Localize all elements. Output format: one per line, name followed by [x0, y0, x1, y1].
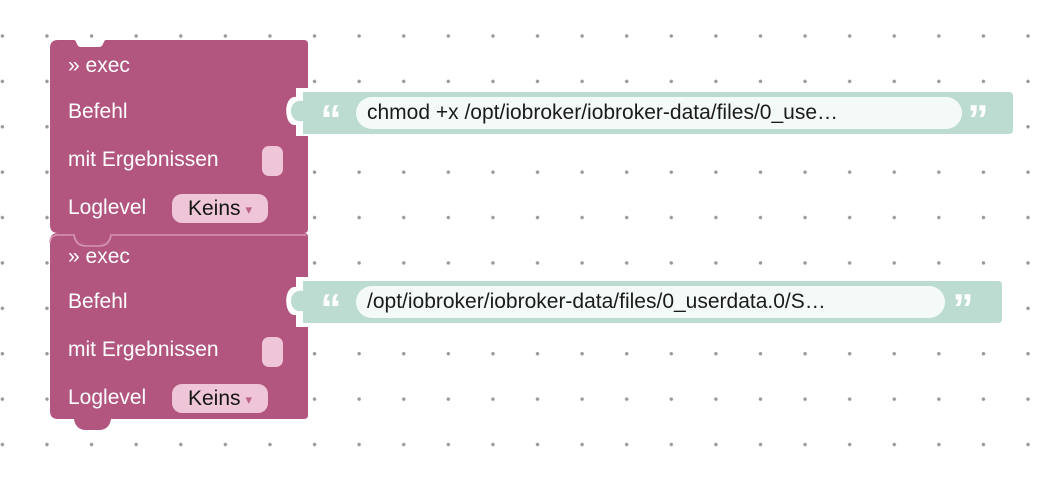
chevron-down-icon: ▾ — [245, 392, 253, 407]
block2-command-input[interactable]: /opt/iobroker/iobroker-data/files/0_user… — [356, 286, 945, 318]
block1-header: » exec — [68, 54, 130, 77]
block2-header: » exec — [68, 245, 130, 268]
block2-with-results-label: mit Ergebnissen — [68, 338, 219, 361]
block1-loglevel-dropdown[interactable]: Keins ▾ — [172, 194, 268, 223]
chevron-down-icon: ▾ — [245, 202, 253, 217]
block1-with-results-checkbox[interactable] — [262, 146, 283, 176]
block1-command-label: Befehl — [68, 100, 128, 123]
block2-with-results-checkbox[interactable] — [262, 337, 283, 367]
block2-loglevel-dropdown[interactable]: Keins ▾ — [172, 384, 268, 413]
block-connection-seam — [49, 234, 306, 247]
block2-loglevel-label: Loglevel — [68, 386, 147, 409]
block1-loglevel-value: Keins — [187, 197, 241, 220]
exec-block-2-shape[interactable] — [50, 233, 308, 430]
block2-command-label: Befehl — [68, 290, 128, 313]
exec-block-1-shape[interactable] — [50, 40, 308, 244]
block1-with-results-label: mit Ergebnissen — [68, 148, 219, 171]
block1-command-input[interactable]: chmod +x /opt/iobroker/iobroker-data/fil… — [356, 97, 962, 129]
block2-loglevel-value: Keins — [187, 387, 241, 410]
block1-loglevel-label: Loglevel — [68, 196, 147, 219]
